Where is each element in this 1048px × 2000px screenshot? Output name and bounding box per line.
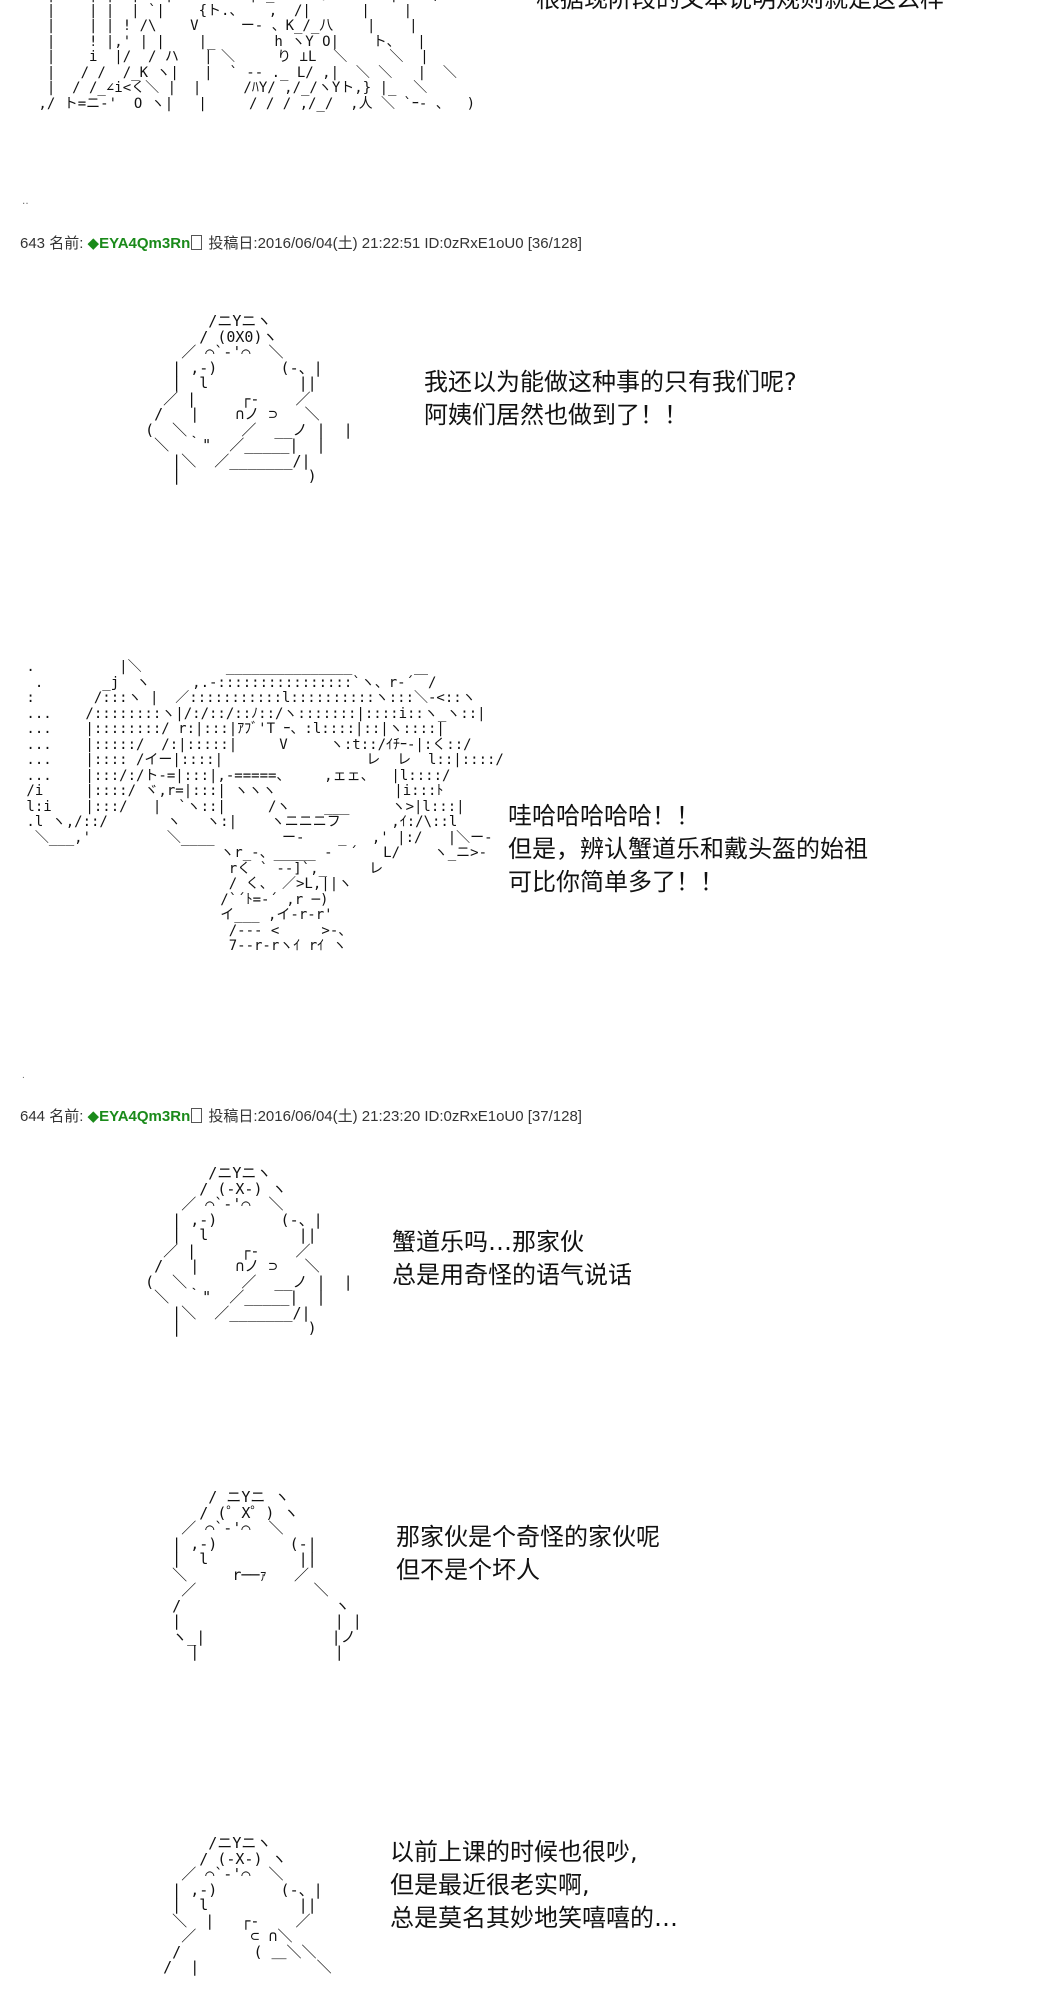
speech-bubble-5: 以前上课的时候也很吵, 但是最近很老实啊, 总是莫名其妙地笑嘻嘻的… xyxy=(390,1836,678,1935)
speech-line: 但不是个坏人 xyxy=(396,1556,540,1584)
ascii-art-sensei-2: /ニYニヽ / (-X-) ヽ ／ ⌒`‐'⌒ ＼ | ,-) (-、| | l… xyxy=(145,1164,353,1337)
post-id[interactable]: ID:0zRxE1oU0 xyxy=(424,1108,524,1125)
speech-line: 总是莫名其妙地笑嘻嘻的… xyxy=(390,1904,678,1932)
speech-bubble-1: 我还以为能做这种事的只有我们呢? 阿姨们居然也做到了！！ xyxy=(424,366,797,432)
speech-line: 以前上课的时候也很吵, xyxy=(390,1838,638,1866)
ascii-art-sensei-1: /ニYニヽ / (0X0)ヽ ／ ⌒`‐'⌒ ＼ | ,-) (-、| | l … xyxy=(145,312,353,485)
placeholder-box-icon xyxy=(191,235,203,250)
speech-line: 但是最近很老实啊, xyxy=(390,1871,590,1899)
poster-trip[interactable]: ◆EYA4Qm3Rn xyxy=(87,1108,191,1125)
speech-line: 阿姨们居然也做到了！！ xyxy=(424,401,688,429)
speech-bubble-4: 那家伙是个奇怪的家伙呢 但不是个坏人 xyxy=(396,1521,660,1587)
speech-line: 但是，辨认蟹道乐和戴头盔的始祖 xyxy=(508,835,868,863)
ascii-art-sensei-4: /ニYニヽ / (-X-) ヽ ／ ⌒`‐'⌒ ＼ | ,-) (-、| | l… xyxy=(163,1834,332,1976)
speech-line: 那家伙是个奇怪的家伙呢 xyxy=(396,1523,660,1551)
placeholder-box-icon xyxy=(191,1108,203,1123)
speech-line: 总是用奇怪的语气说话 xyxy=(392,1261,632,1289)
speech-line: 我还以为能做这种事的只有我们呢? xyxy=(424,368,797,396)
speech-bubble-3: 蟹道乐吗…那家伙 总是用奇怪的语气说话 xyxy=(392,1226,632,1292)
name-label: 名前: xyxy=(49,235,84,252)
post-count: [36/128] xyxy=(527,235,582,252)
speech-bubble-2: 哇哈哈哈哈哈！！ 但是，辨认蟹道乐和戴头盔的始祖 可比你简单多了！！ xyxy=(508,800,868,899)
post-count: [37/128] xyxy=(527,1108,582,1125)
post-date: 2016/06/04(土) 21:22:51 xyxy=(257,235,421,252)
speech-line: 可比你简单多了！！ xyxy=(508,868,724,896)
ascii-art-mascot: . |＼ _______________ . _j ヽ ,.-:::::::::… xyxy=(26,659,504,954)
post-header: 644 名前: ◆EYA4Qm3Rn 投稿日:2016/06/04(土) 21:… xyxy=(20,1105,582,1126)
post-number: 643 xyxy=(20,235,46,252)
ascii-art-sensei-3: / ニYニ ヽ / (゜X゜) ヽ ／ ⌒`‐'⌒ ＼ | ,-) (-| | … xyxy=(172,1488,362,1661)
separator-dots: ‥ xyxy=(22,196,29,207)
name-label: 名前: xyxy=(49,1108,84,1125)
post-header: 643 名前: ◆EYA4Qm3Rn 投稿日:2016/06/04(土) 21:… xyxy=(20,232,582,253)
separator-dots: . xyxy=(22,1070,25,1081)
date-label: 投稿日: xyxy=(208,1108,258,1125)
speech-line: 蟹道乐吗…那家伙 xyxy=(392,1228,584,1256)
post-number: 644 xyxy=(20,1108,46,1125)
poster-trip[interactable]: ◆EYA4Qm3Rn xyxy=(87,235,191,252)
date-label: 投稿日: xyxy=(208,235,258,252)
top-speech-line: 根据现阶段的文本说明规则就是这么样 xyxy=(536,0,944,16)
post-date: 2016/06/04(土) 21:23:20 xyxy=(257,1108,421,1125)
ascii-art-top: | | | | ' | ` ‐ ┐ _ ノ / | , | | | | `| {… xyxy=(38,0,476,112)
post-id[interactable]: ID:0zRxE1oU0 xyxy=(424,235,524,252)
speech-line: 哇哈哈哈哈哈！！ xyxy=(508,802,700,830)
